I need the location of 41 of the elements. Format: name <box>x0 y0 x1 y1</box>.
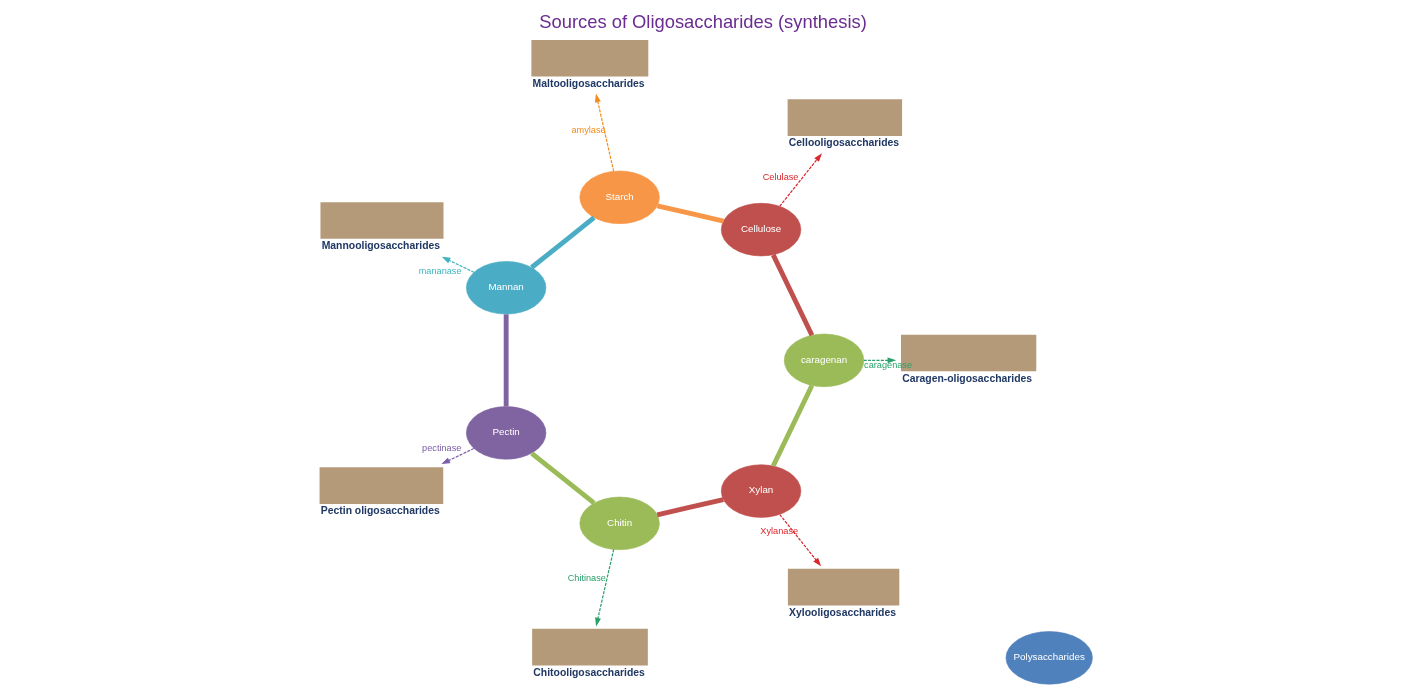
edge-label: pectinase <box>421 443 461 454</box>
node-label: Maltooligosaccharides <box>532 77 645 89</box>
connector <box>656 497 724 518</box>
edge-label: Chitinase <box>567 572 606 583</box>
node-label: Caragen-oligosaccharides <box>901 372 1032 384</box>
edge-label: amylase <box>570 125 606 136</box>
node-label: Pectin oligosaccharides <box>320 505 440 517</box>
connector <box>503 314 509 407</box>
node-box <box>531 628 648 666</box>
node-ellipse: caragenan <box>783 333 864 387</box>
node-box <box>530 39 648 77</box>
connector <box>770 253 814 337</box>
edge-label: mananase <box>418 265 462 276</box>
arrow <box>778 513 821 567</box>
connector <box>656 203 724 224</box>
arrow <box>594 93 614 172</box>
arrow <box>594 548 614 627</box>
node-box <box>787 99 902 136</box>
edge-label: Xylanase <box>759 526 798 537</box>
node-ellipse: Xylan <box>720 464 801 518</box>
node-ellipse: Polysaccharides <box>1005 631 1093 685</box>
node-label: Chitooligosaccharides <box>532 666 645 678</box>
node-box <box>319 467 443 504</box>
arrow <box>441 256 475 273</box>
node-ellipse: Pectin <box>465 406 546 460</box>
connector <box>529 451 596 505</box>
node-ellipse: Mannan <box>465 261 546 315</box>
node-label: Xylooligosaccharides <box>788 606 896 618</box>
connector <box>770 384 814 468</box>
node-box <box>787 568 899 606</box>
edge-label: Celulase <box>762 171 798 182</box>
node-ellipse: Cellulose <box>720 203 801 257</box>
node-label: Cellooligosaccharides <box>788 137 899 149</box>
arrow <box>778 153 822 207</box>
node-ellipse: Starch <box>579 170 660 224</box>
diagram-title: Sources of Oligosaccharides (synthesis) <box>538 10 867 32</box>
node-box <box>319 202 443 239</box>
arrow <box>440 447 474 465</box>
connector <box>529 215 596 270</box>
node-ellipse: Chitin <box>579 496 660 550</box>
node-label: Mannooligosaccharides <box>321 240 440 252</box>
